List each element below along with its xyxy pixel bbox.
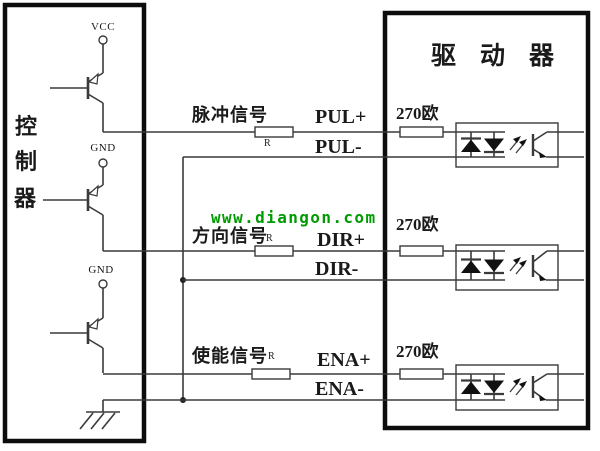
pin-label-ena-minus: ENA- [315, 378, 364, 400]
ohm-label-pulse: 270欧 [396, 104, 439, 123]
led-diode [484, 138, 504, 151]
led-diode [461, 381, 481, 394]
controller-title-char-2: 制 [15, 149, 38, 174]
resistor-270ohm [399, 245, 444, 257]
led-diode [484, 259, 504, 272]
controller-title-char-3: 器 [14, 186, 37, 211]
pin-label-pul-plus: PUL+ [315, 106, 367, 128]
controller-title-char-1: 控 [15, 114, 38, 139]
emitter-arrow [87, 72, 99, 85]
resistor-270ohm [399, 126, 444, 138]
emitter-arrow [87, 317, 99, 330]
led-diode [461, 139, 481, 152]
ohm-label-direction: 270欧 [396, 215, 439, 234]
ground-symbol [79, 400, 120, 430]
optocoupler-direction [455, 244, 584, 291]
optocoupler-pulse [455, 122, 584, 168]
controller-box [2, 2, 147, 444]
resistor-label-direction: R [266, 233, 273, 244]
channel-pulse-wiring [103, 122, 584, 168]
signal-label-pulse: 脉冲信号 [192, 105, 268, 125]
optocoupler-enable [455, 364, 584, 411]
pin-label-dir-plus: DIR+ [317, 229, 366, 251]
series-resistor-r [251, 368, 291, 380]
ohm-label-enable: 270欧 [396, 342, 439, 361]
resistor-label-pulse: R [264, 138, 271, 149]
vcc-terminal [98, 35, 108, 45]
led-diode [484, 380, 504, 393]
transistor-direction [43, 158, 108, 251]
signal-label-enable: 使能信号 [192, 346, 268, 366]
transistor-enable [50, 279, 108, 373]
driver-title: 驱动器 [431, 42, 579, 70]
resistor-label-enable: R [268, 351, 275, 362]
transistor-pulse [50, 35, 108, 132]
pin-label-dir-minus: DIR- [315, 258, 359, 280]
gnd-label-1: GND [90, 142, 116, 154]
emitter-arrow [87, 184, 99, 197]
resistor-270ohm [399, 368, 444, 380]
gnd-terminal-2 [98, 279, 108, 289]
channel-direction-wiring [103, 244, 584, 291]
gnd-terminal-1 [98, 158, 108, 168]
signal-label-direction: 方向信号 [192, 226, 268, 246]
pin-label-pul-minus: PUL- [315, 136, 362, 158]
pin-label-ena-plus: ENA+ [317, 349, 371, 371]
vcc-label: VCC [90, 21, 116, 33]
series-resistor-r [254, 126, 294, 138]
gnd-label-2: GND [88, 264, 114, 276]
driver-box [382, 10, 591, 431]
led-diode [461, 260, 481, 273]
channel-enable-wiring [103, 364, 584, 411]
series-resistor-r [254, 245, 294, 257]
watermark-text: www.diangon.com [211, 208, 377, 227]
